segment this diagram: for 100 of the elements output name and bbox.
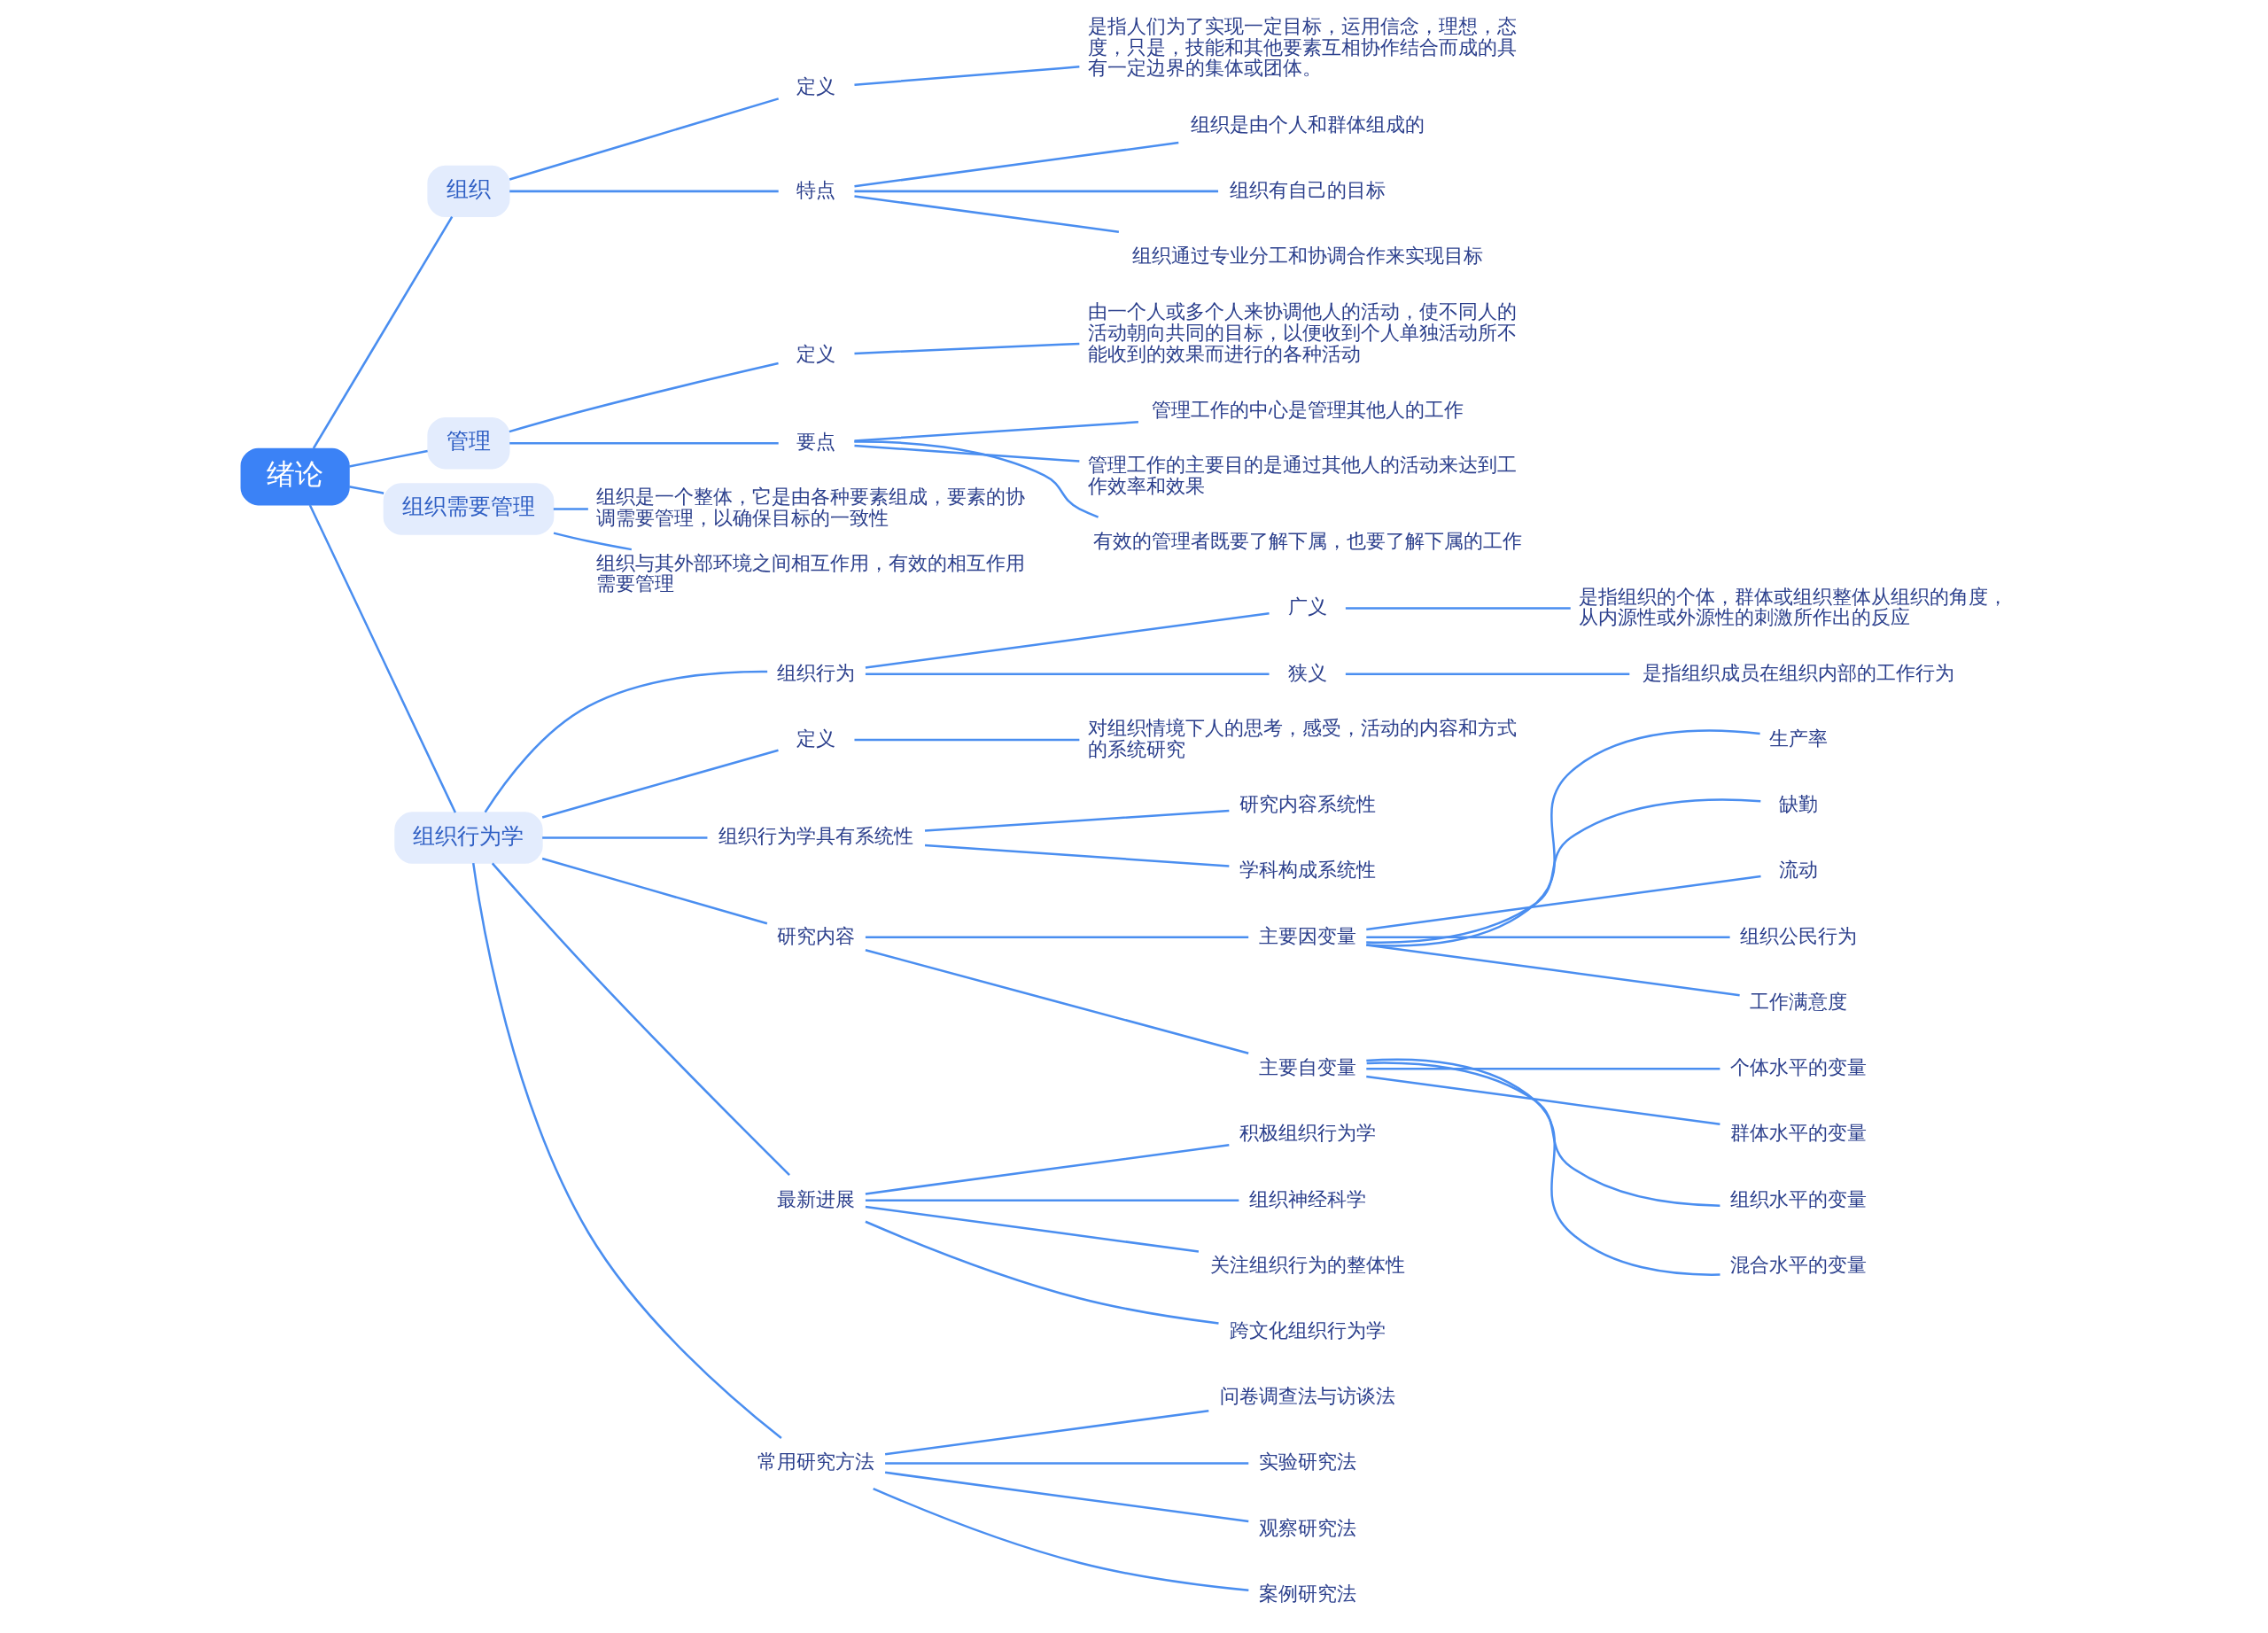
connector xyxy=(1366,1067,1720,1070)
node-text: 定义 xyxy=(796,341,836,365)
connector xyxy=(509,441,779,445)
node-text: 组织有自己的目标 xyxy=(1229,177,1386,201)
node-text: 实验研究法 xyxy=(1258,1450,1356,1474)
node-text: 缺勤 xyxy=(1779,792,1819,816)
connector xyxy=(854,195,1120,233)
connector xyxy=(509,362,779,433)
node-text: 组织神经科学 xyxy=(1248,1186,1366,1210)
node-text: 组织与其外部环境之间相互作用，有效的相互作用需要管理 xyxy=(596,550,1026,595)
connector xyxy=(854,444,1080,463)
connector xyxy=(924,809,1230,832)
connector xyxy=(553,532,633,551)
node-text: 组织是由个人和群体组成的 xyxy=(1190,112,1425,136)
connector xyxy=(1366,798,1761,944)
connector xyxy=(1366,944,1740,997)
node-text: 是指组织的个体，群体或组织整体从组织的角度，从内源性或外源性的刺激所作出的反应 xyxy=(1579,584,2008,629)
node-text: 要点 xyxy=(796,430,836,454)
connector xyxy=(1366,875,1761,931)
connector xyxy=(542,836,708,839)
node-text: 最新进展 xyxy=(777,1186,856,1210)
connector xyxy=(865,611,1270,669)
connector xyxy=(865,936,1249,938)
connector xyxy=(865,949,1249,1054)
connector xyxy=(553,508,588,510)
node-text: 组织行为学具有系统性 xyxy=(718,824,914,848)
node-text: 常用研究方法 xyxy=(757,1450,875,1474)
node-text: 组织是一个整体，它是由各种要素组成，要素的协调需要管理，以确保目标的一致性 xyxy=(596,485,1026,530)
node-box: 组织需要管理 xyxy=(383,483,555,535)
node-text: 管理工作的中心是管理其他人的工作 xyxy=(1151,397,1464,421)
connector xyxy=(1366,1058,1720,1276)
node-box: 管理 xyxy=(427,416,510,470)
connector xyxy=(308,504,457,813)
connector xyxy=(312,215,454,449)
connector xyxy=(854,421,1138,442)
node-text: 组织水平的变量 xyxy=(1730,1186,1868,1210)
connector xyxy=(541,857,768,925)
node-text: 由一个人或多个人来协调他人的活动，使不同人的活动朝向共同的目标，以便收到个人单独活动所不能收到的效果而进行的各种活动 xyxy=(1087,299,1517,365)
node-text: 积极组织行为学 xyxy=(1239,1121,1376,1145)
node-box: 组织行为学 xyxy=(394,812,543,864)
node-text: 研究内容 xyxy=(777,923,856,947)
node-text: 广义 xyxy=(1287,595,1327,618)
connector xyxy=(854,342,1080,355)
connector xyxy=(865,1199,1239,1201)
node-text: 主要因变量 xyxy=(1258,923,1356,947)
node-text: 狭义 xyxy=(1287,660,1327,684)
node-text: 定义 xyxy=(796,726,836,750)
connector xyxy=(1366,1061,1720,1207)
node-text: 观察研究法 xyxy=(1258,1515,1356,1539)
node-text: 主要自变量 xyxy=(1258,1055,1356,1079)
node-text: 组织行为 xyxy=(777,660,856,684)
connector xyxy=(1366,1075,1720,1125)
connector xyxy=(472,862,782,1440)
connector xyxy=(1345,607,1571,610)
node-text: 组织公民行为 xyxy=(1740,923,1858,947)
node-text: 管理工作的主要目的是通过其他人的活动来达到工作效率和效果 xyxy=(1087,453,1517,497)
connector xyxy=(491,862,790,1177)
node-text: 研究内容系统性 xyxy=(1239,792,1376,816)
node-box: 组织 xyxy=(427,165,510,218)
connector xyxy=(865,1205,1200,1253)
connector xyxy=(509,190,779,193)
connector xyxy=(348,449,428,468)
connector xyxy=(873,1487,1249,1592)
node-text: 生产率 xyxy=(1769,726,1829,750)
node-text: 定义 xyxy=(796,74,836,97)
connector xyxy=(884,1409,1209,1456)
connector xyxy=(348,486,384,494)
connector xyxy=(865,673,1270,676)
connector xyxy=(1366,729,1760,947)
node-text: 群体水平的变量 xyxy=(1730,1121,1868,1145)
node-text: 个体水平的变量 xyxy=(1730,1055,1868,1079)
connector xyxy=(854,440,1099,518)
node-text: 是指人们为了实现一定目标，运用信念，理想，态度，只是，技能和其他要素互相协作结合而成的具有一定边界的集体或团体。 xyxy=(1087,13,1517,80)
node-text: 工作满意度 xyxy=(1750,989,1848,1013)
node-text: 混合水平的变量 xyxy=(1730,1252,1868,1276)
connector xyxy=(854,66,1080,86)
node-text: 是指组织成员在组织内部的工作行为 xyxy=(1643,660,1955,684)
connector xyxy=(865,1143,1230,1195)
connector xyxy=(509,97,780,181)
node-text: 关注组织行为的整体性 xyxy=(1209,1252,1405,1276)
node-text: 流动 xyxy=(1779,858,1819,882)
connector xyxy=(885,1462,1249,1465)
connector xyxy=(854,738,1080,742)
connector xyxy=(884,1471,1249,1523)
connector xyxy=(854,190,1219,193)
connector xyxy=(865,1220,1219,1325)
connector xyxy=(924,844,1230,867)
node-text: 有效的管理者既要了解下属，也要了解下属的工作 xyxy=(1092,529,1522,553)
node-text: 跨文化组织行为学 xyxy=(1229,1318,1386,1341)
node-text: 问卷调查法与访谈法 xyxy=(1219,1384,1395,1408)
node-box: 绪论 xyxy=(240,447,350,506)
connector xyxy=(541,749,779,819)
connector xyxy=(484,670,768,813)
connector xyxy=(854,141,1179,188)
connector xyxy=(1345,673,1630,676)
node-text: 对组织情境下人的思考，感受，活动的内容和方式的系统研究 xyxy=(1087,716,1517,760)
node-text: 特点 xyxy=(796,177,836,201)
node-text: 学科构成系统性 xyxy=(1239,858,1376,882)
node-text: 案例研究法 xyxy=(1258,1581,1356,1605)
connector xyxy=(1366,936,1730,938)
